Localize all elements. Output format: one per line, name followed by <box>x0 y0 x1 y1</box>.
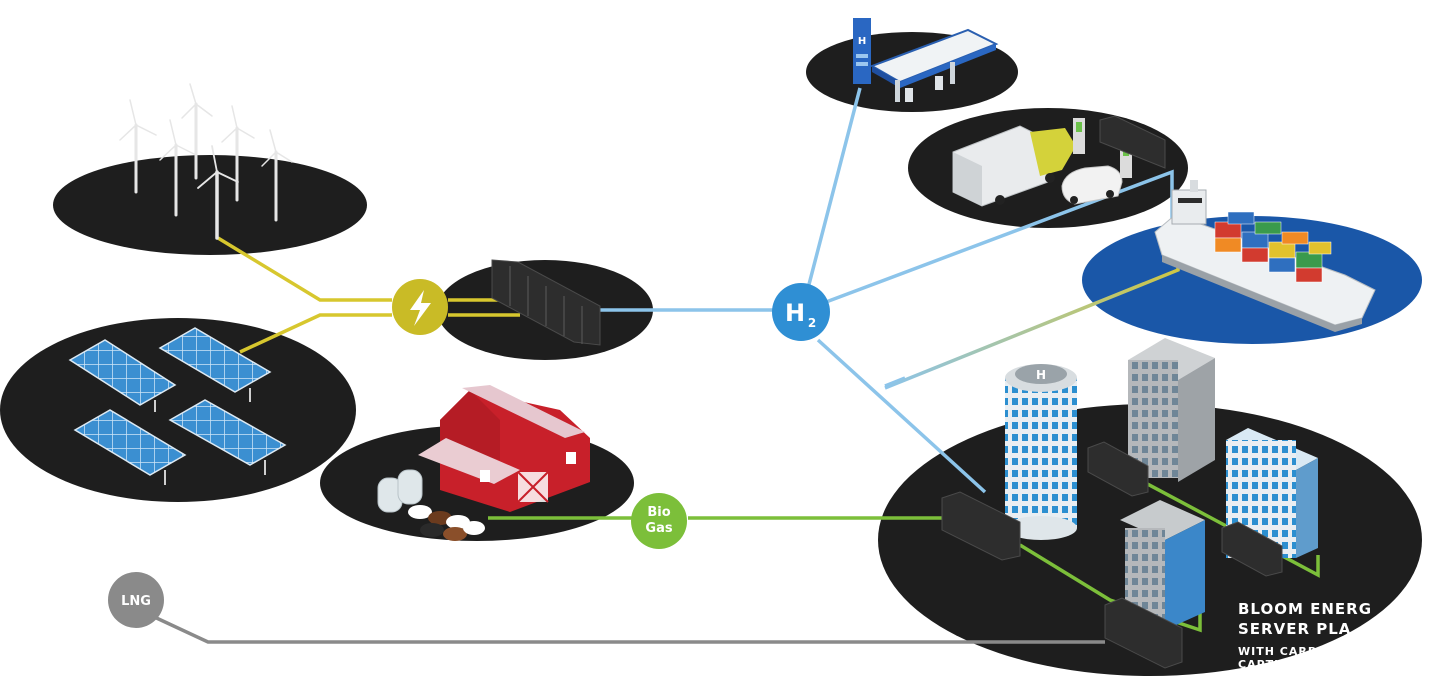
server-cabinet-row <box>1104 597 1183 669</box>
hydrogen-fuel-station: H <box>853 18 999 102</box>
city-buildings: H <box>1005 338 1318 630</box>
wind-turbine-icon <box>261 129 293 222</box>
electricity-hub <box>392 279 448 335</box>
lightning-bolt-icon <box>410 290 431 326</box>
round-tower-icon: H <box>1005 364 1077 540</box>
server-cabinet-row <box>1221 521 1283 577</box>
electrolyzer-cabinets <box>491 259 601 346</box>
solar-panels <box>68 327 287 485</box>
wind-turbine-icon <box>119 99 157 194</box>
plant-subtitle-line2: CAPTUR <box>1238 658 1294 671</box>
svg-text:H: H <box>1036 368 1046 382</box>
hydrogen-hub-label: H <box>785 299 805 327</box>
svg-text:H: H <box>858 36 866 47</box>
lng-line <box>149 613 1105 644</box>
shipping-containers <box>1214 211 1332 283</box>
biogas-tanks-icon <box>377 469 423 513</box>
wind-turbine-icon <box>197 145 239 240</box>
cows-icon <box>408 505 485 541</box>
bloom-server-cabinets <box>941 441 1283 669</box>
hydrogen-lines <box>600 87 1174 494</box>
wind-turbines <box>119 83 293 240</box>
front-office-icon <box>1120 500 1205 630</box>
wind-farm-platform <box>53 155 367 255</box>
plant-subtitle-line1: WITH CARB <box>1238 645 1317 658</box>
plant-title-line2: SERVER PLA <box>1238 620 1351 638</box>
dairy-farm <box>377 385 590 541</box>
biogas-hub-label-line1: Bio <box>647 505 670 520</box>
solar-panel-icon <box>68 339 177 406</box>
server-cabinet-row <box>1087 441 1149 497</box>
lng-hub-label: LNG <box>121 594 151 609</box>
wind-turbine-icon <box>181 83 213 180</box>
hydrogen-sign-icon <box>853 18 871 84</box>
biogas-hub-label-line2: Gas <box>645 521 672 536</box>
plant-title-line1: BLOOM ENERG <box>1238 600 1372 618</box>
solar-panel-icon <box>168 399 287 466</box>
hydrogen-hub-subscript: 2 <box>808 316 816 330</box>
wind-turbine-icon <box>159 119 197 217</box>
wind-turbine-icon <box>221 105 255 202</box>
biogas-hub: Bio Gas <box>631 493 687 549</box>
gray-office-icon <box>1128 338 1215 482</box>
cargo-ship <box>1154 180 1376 332</box>
bloom-plant-label: BLOOM ENERG SERVER PLA WITH CARB CAPTUR <box>1238 600 1372 671</box>
lng-hub: LNG <box>108 572 164 628</box>
hydrogen-hub: H 2 <box>772 283 830 341</box>
solar-panel-icon <box>73 409 187 476</box>
ev-charging-scene <box>952 115 1166 207</box>
electric-lines <box>217 236 520 354</box>
server-cabinet-row <box>941 491 1021 561</box>
solar-panel-icon <box>158 327 272 393</box>
